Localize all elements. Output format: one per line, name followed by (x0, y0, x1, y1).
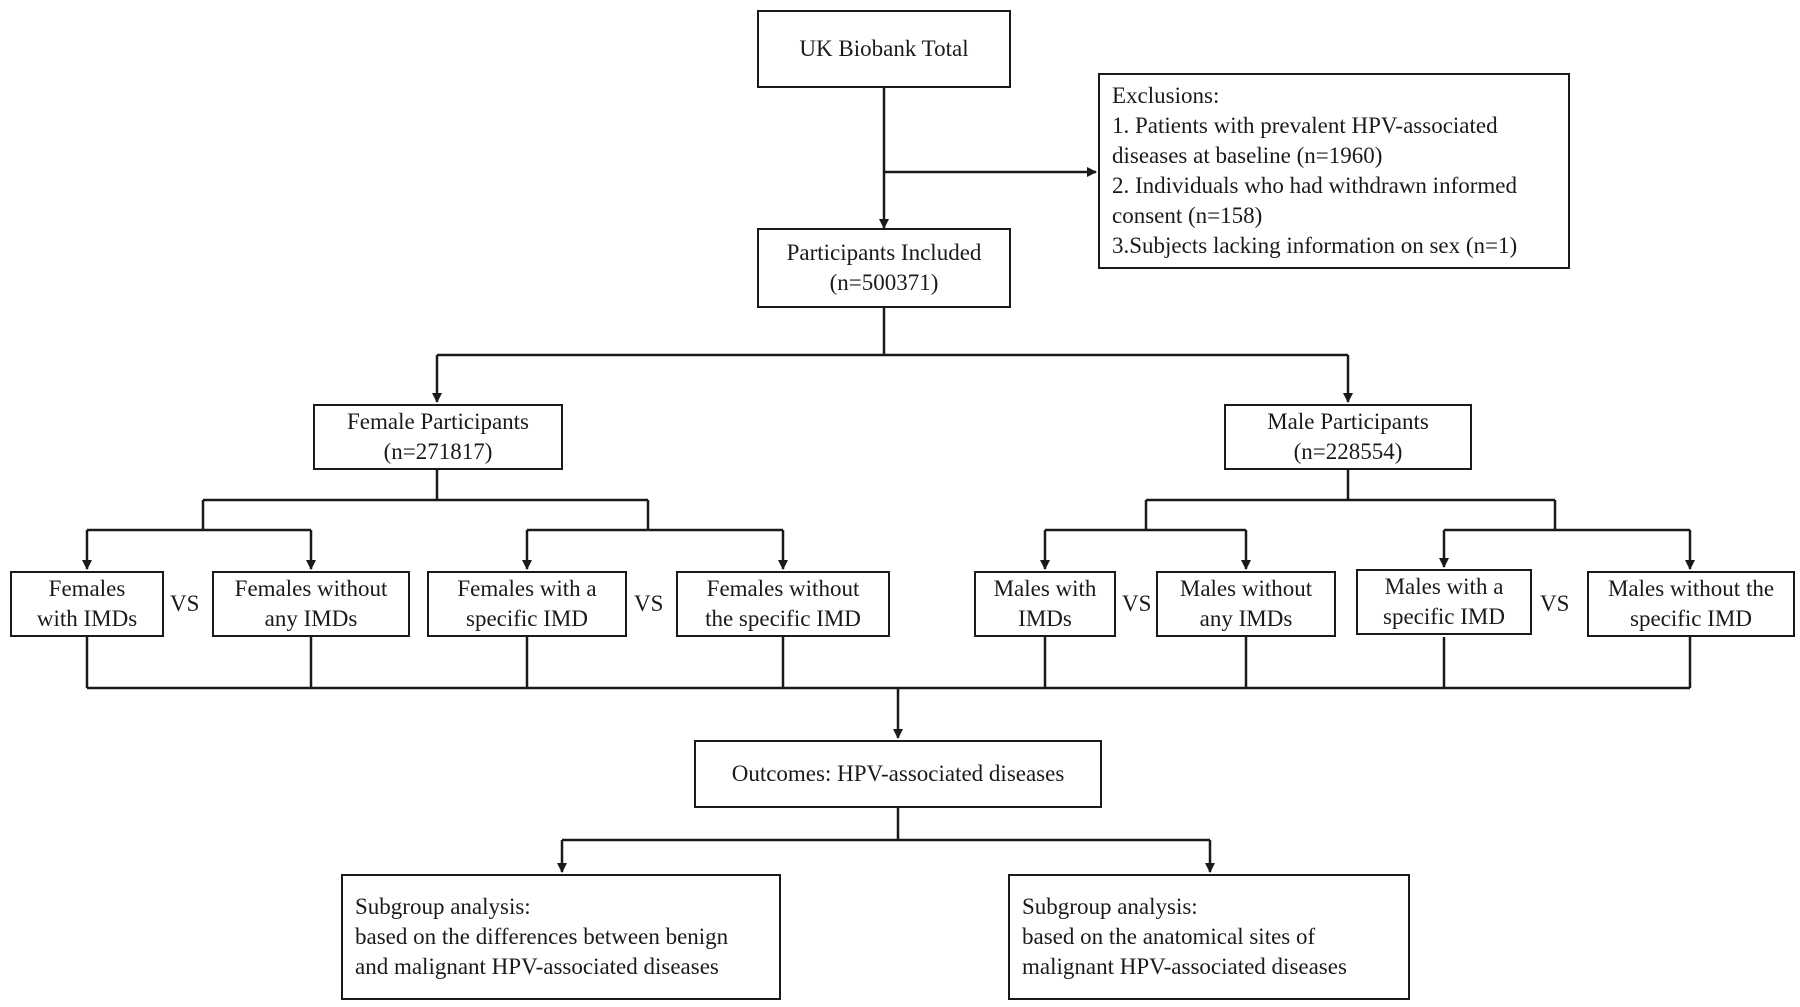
box-text-line: Female Participants (346, 409, 530, 434)
males-with-specific-imd-box: Males with a specific IMD (1356, 569, 1532, 635)
box-text-line: diseases at baseline (n=1960) (1112, 143, 1383, 168)
box-text-line: (n=271817) (383, 439, 493, 464)
vs-label: VS (1122, 591, 1152, 616)
vs-label: VS (634, 591, 664, 616)
box-text-line: 2. Individuals who had withdrawn informe… (1112, 173, 1517, 198)
box-text-line: specific IMD (466, 606, 588, 631)
box-text-line: Outcomes: HPV-associated diseases (731, 761, 1065, 786)
box-text-line: (n=228554) (1293, 439, 1403, 464)
female-branch (87, 470, 783, 532)
box-text-line: IMDs (1018, 606, 1072, 631)
box-text-line: based on the anatomical sites of (1022, 924, 1316, 949)
participants-included-box: Participants Included (n=500371) (757, 228, 1011, 308)
box-text-line: any IMDs (1199, 606, 1293, 631)
box-text-line: any IMDs (264, 606, 358, 631)
box-text-line: Males without the (1607, 576, 1775, 601)
box-text-line: Subgroup analysis: (1022, 894, 1198, 919)
box-text-line: Females with a (457, 576, 597, 601)
box-text-line: 1. Patients with prevalent HPV-associate… (1112, 113, 1498, 138)
female-participants-box: Female Participants (n=271817) (313, 404, 563, 470)
box-text-line: Females without (706, 576, 860, 601)
box-text-line: the specific IMD (705, 606, 861, 631)
box-text-line: specific IMD (1630, 606, 1752, 631)
box-text-line: consent (n=158) (1112, 203, 1263, 228)
box-text-line: Participants Included (786, 240, 982, 265)
males-without-specific-imd-box: Males without the specific IMD (1587, 571, 1795, 637)
box-text-line: Males with (993, 576, 1097, 601)
box-text-line: malignant HPV-associated diseases (1022, 954, 1347, 979)
uk-biobank-total-box: UK Biobank Total (757, 10, 1011, 88)
arrow-included-split (437, 308, 1348, 357)
males-without-imds-box: Males without any IMDs (1156, 571, 1336, 637)
box-text-line: specific IMD (1383, 604, 1505, 629)
outcomes-box: Outcomes: HPV-associated diseases (694, 740, 1102, 808)
box-text-line: Males without (1179, 576, 1313, 601)
male-participants-box: Male Participants (n=228554) (1224, 404, 1472, 470)
box-text-line: Females (48, 576, 126, 601)
exclusions-box: Exclusions: 1. Patients with prevalent HP… (1098, 73, 1570, 269)
box-text-line: and malignant HPV-associated diseases (355, 954, 719, 979)
box-text-line: Subgroup analysis: (355, 894, 531, 919)
vs-label: VS (1540, 591, 1570, 616)
subgroup-anatomical-sites-box: Subgroup analysis: based on the anatomica… (1008, 874, 1410, 1000)
box-text-line: with IMDs (36, 606, 138, 631)
box-text-line: UK Biobank Total (799, 36, 969, 61)
vs-label: VS (170, 591, 200, 616)
females-with-specific-imd-box: Females with a specific IMD (427, 571, 627, 637)
outcomes-split (562, 808, 1210, 842)
box-text-line: based on the differences between benign (355, 924, 729, 949)
box-text-line: Exclusions: (1112, 83, 1220, 108)
male-branch (1045, 470, 1690, 532)
box-text-line: Males with a (1384, 574, 1504, 599)
box-text-line: (n=500371) (829, 270, 939, 295)
females-without-specific-imd-box: Females without the specific IMD (676, 571, 890, 637)
box-text-line: 3.Subjects lacking information on sex (n… (1112, 233, 1518, 258)
subgroup-benign-malignant-box: Subgroup analysis: based on the differenc… (341, 874, 781, 1000)
merge-lines (85, 637, 1692, 690)
box-text-line: Male Participants (1267, 409, 1429, 434)
females-with-imds-box: Females with IMDs (10, 571, 164, 637)
box-text-line: Females without (234, 576, 388, 601)
females-without-imds-box: Females without any IMDs (212, 571, 410, 637)
